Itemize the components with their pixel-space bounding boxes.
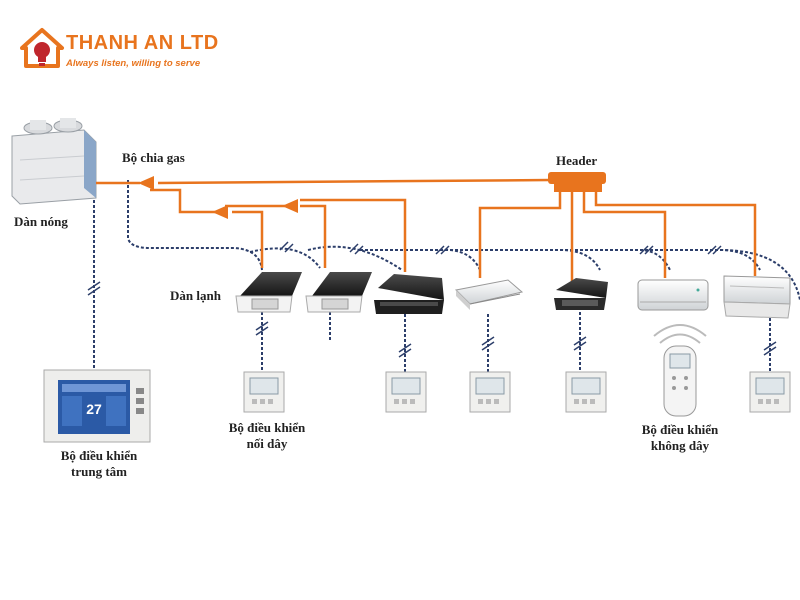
- wired-controller-3: [469, 371, 511, 413]
- indoor-units-label: Dàn lạnh: [170, 288, 221, 303]
- outdoor-unit: [11, 118, 97, 205]
- company-logo: THANH AN LTD Always listen, willing to s…: [18, 26, 238, 78]
- splitter-main: [138, 176, 154, 190]
- splitter-2: [282, 199, 298, 213]
- splitter-1: [212, 205, 228, 219]
- indoor-unit-ceiling: [454, 279, 524, 310]
- wired-controller-2: [385, 371, 427, 413]
- central-controller-label-line1: Bộ điều khiển: [60, 448, 138, 463]
- gas-splitters: [138, 176, 298, 219]
- central-display-temperature: 27: [86, 401, 102, 417]
- indoor-unit-cassette-2: [305, 272, 372, 313]
- central-controller-label: Bộ điều khiển trung tâm: [56, 448, 142, 480]
- wired-controller-4: [565, 371, 607, 413]
- header-label: Header: [556, 153, 598, 168]
- indoor-unit-ducted-1: [374, 274, 444, 314]
- wireless-controller-label-line2: không dây: [650, 438, 710, 453]
- brand-slogan: Always listen, willing to serve: [66, 58, 201, 69]
- indoor-unit-floor: [723, 275, 791, 319]
- indoor-unit-cassette-1: [235, 272, 302, 313]
- wireless-controller-label-line1: Bộ điều khiển: [641, 422, 719, 437]
- refrigerant-pipes: [96, 178, 757, 284]
- gas-splitter-label: Bộ chia gas: [122, 150, 185, 165]
- central-controller-label-line2: trung tâm: [71, 464, 127, 479]
- control-cables: [93, 180, 800, 372]
- wired-controller-5: [749, 371, 791, 413]
- indoor-unit-ducted-2: [554, 278, 608, 310]
- wireless-remote: [653, 324, 707, 417]
- central-controller: 27: [43, 369, 151, 443]
- indoor-unit-wall: [637, 279, 709, 311]
- wireless-controller-label: Bộ điều khiển không dây: [632, 422, 728, 454]
- cable-break-marks: [87, 241, 777, 358]
- wired-controller-label-line2: nối dây: [246, 436, 288, 451]
- wired-controller-label-line1: Bộ điều khiển: [228, 420, 306, 435]
- wired-controller-1: [243, 371, 285, 413]
- house-bulb-icon: [20, 28, 64, 68]
- wired-controller-label: Bộ điều khiển nối dây: [224, 420, 310, 452]
- outdoor-unit-label: Dàn nóng: [14, 214, 68, 229]
- header-manifold: [548, 172, 606, 192]
- brand-name: THANH AN LTD: [66, 32, 219, 54]
